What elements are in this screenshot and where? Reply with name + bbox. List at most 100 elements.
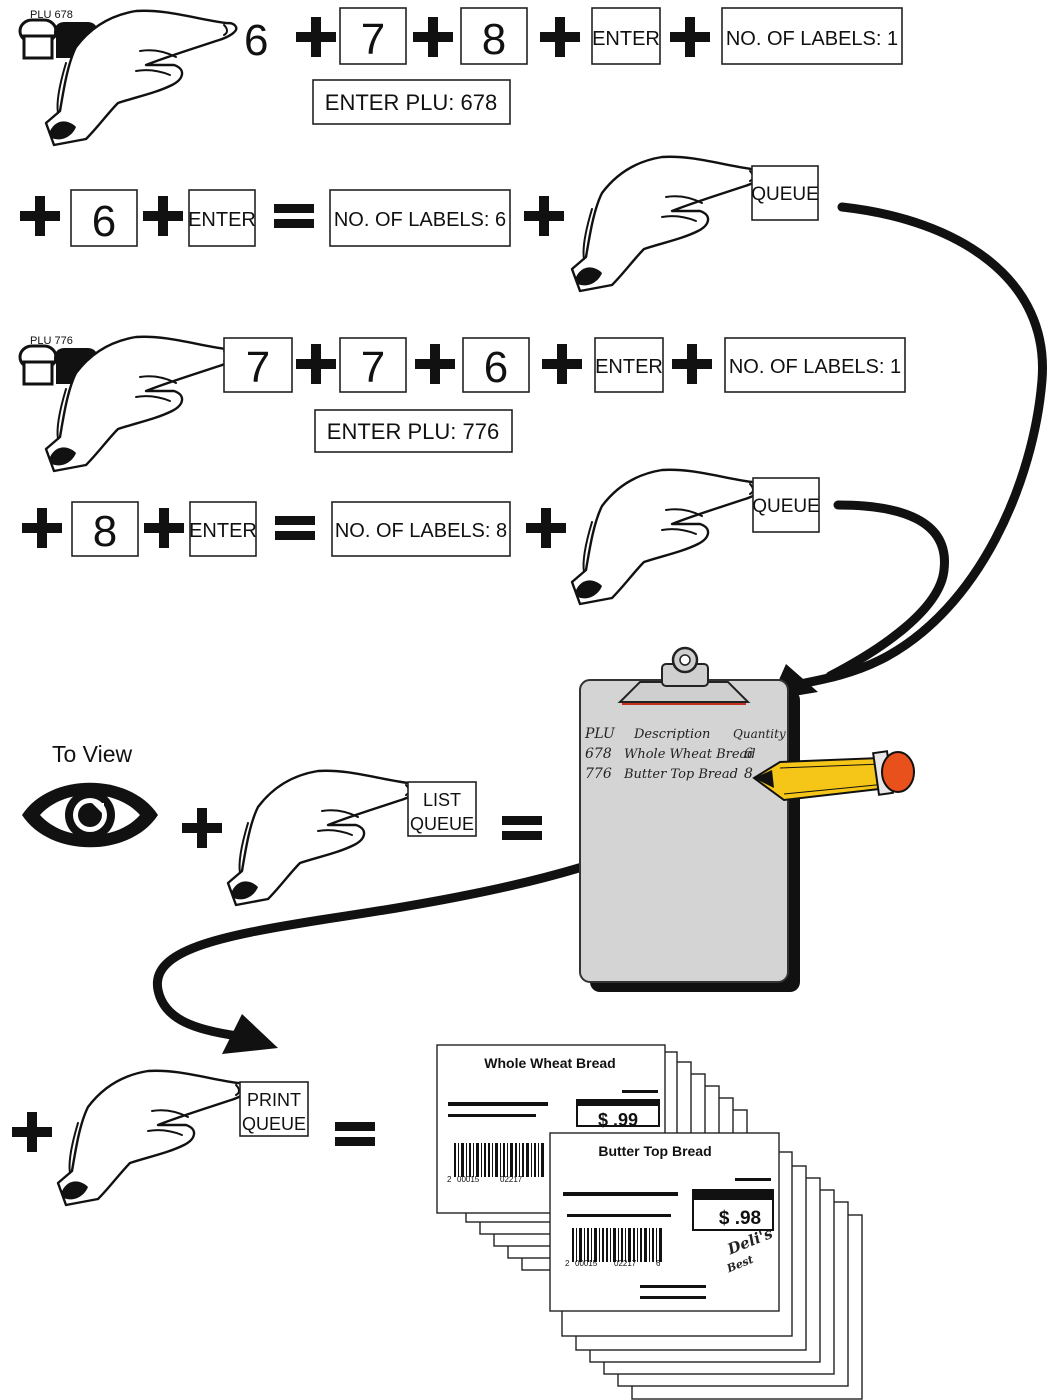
plus-icon xyxy=(524,196,564,236)
print-queue-key[interactable] xyxy=(239,1081,309,1137)
pointing-hand-icon xyxy=(226,769,420,907)
plus-icon xyxy=(22,508,62,548)
plus-icon xyxy=(20,196,60,236)
print-key-line1: PRINT xyxy=(247,1090,301,1110)
flow-arrow-queue2 xyxy=(825,500,949,681)
digit-6-label: 6 xyxy=(92,197,116,246)
plus-icon xyxy=(143,196,183,236)
digit-6-key[interactable]: 6 xyxy=(244,16,268,65)
plu-display xyxy=(314,409,513,453)
plus-icon xyxy=(526,508,566,548)
equals-icon xyxy=(275,516,315,540)
bread-tag-678: PLU 678 xyxy=(30,9,73,21)
clipboard-row-quantity: 6 xyxy=(744,746,753,762)
clipboard-header-quantity: Quantity xyxy=(733,727,786,741)
pointing-hand-icon xyxy=(56,1069,250,1207)
pointing-hand-icon xyxy=(570,155,764,293)
digit-6-label: 6 xyxy=(484,343,508,392)
enter-key-label: ENTER xyxy=(592,28,660,50)
labels-display xyxy=(329,189,511,247)
plus-icon xyxy=(672,344,712,384)
print-key-line2: QUEUE xyxy=(242,1114,306,1134)
step1-row: PLU 678 6 7 8 ENTER NO. OF LABELS: 1 ENT… xyxy=(18,7,903,147)
plus-icon xyxy=(413,17,453,57)
digit-8-label: 8 xyxy=(93,507,117,556)
list-queue-key[interactable] xyxy=(407,781,477,837)
labels-display xyxy=(331,501,511,557)
clipboard: PLU Description Quantity 678 Whole Wheat… xyxy=(579,646,800,992)
plus-icon xyxy=(540,17,580,57)
label-price: $ .98 xyxy=(719,1208,761,1229)
labels-display-text: NO. OF LABELS: 8 xyxy=(335,520,507,542)
queue-key[interactable] xyxy=(752,477,820,533)
label-title: Butter Top Bread xyxy=(598,1143,711,1159)
digit-8-label: 8 xyxy=(482,15,506,64)
step4-row: 8 ENTER NO. OF LABELS: 8 QUEUE xyxy=(22,468,820,606)
enter-key-label: ENTER xyxy=(189,520,257,542)
labels-display-text: NO. OF LABELS: 1 xyxy=(729,356,901,378)
label-price: $ .99 xyxy=(598,1110,638,1130)
labels-display-text: NO. OF LABELS: 1 xyxy=(726,28,898,50)
enter-key[interactable] xyxy=(591,7,661,65)
clipboard-row-plu: 776 xyxy=(585,766,612,782)
queue-key-label: QUEUE xyxy=(751,184,819,205)
barcode-digits: 02217 xyxy=(614,1259,637,1268)
equals-icon xyxy=(502,816,542,840)
digit-7-key[interactable] xyxy=(223,337,293,393)
plu-display xyxy=(312,79,511,125)
bread-tag-776: PLU 776 xyxy=(30,335,73,347)
step2-row: 6 ENTER NO. OF LABELS: 6 QUEUE xyxy=(20,155,819,293)
barcode-digits: 00015 xyxy=(575,1259,598,1268)
list-key-line1: LIST xyxy=(423,790,461,810)
plus-icon xyxy=(12,1112,52,1152)
plus-icon xyxy=(296,344,336,384)
queue-key[interactable] xyxy=(751,165,819,221)
equals-icon xyxy=(274,204,314,228)
step3-row: PLU 776 7 7 6 ENTER NO. OF LABELS: 1 ENT… xyxy=(18,335,906,473)
plus-icon xyxy=(144,508,184,548)
digit-7-key[interactable] xyxy=(339,337,407,393)
plus-icon xyxy=(542,344,582,384)
digit-7-label: 7 xyxy=(361,343,385,392)
equals-icon xyxy=(335,1122,375,1146)
barcode-digit: 2 xyxy=(447,1175,452,1184)
label-title: Whole Wheat Bread xyxy=(484,1055,615,1071)
digit-8-key[interactable] xyxy=(71,501,139,557)
pencil-icon xyxy=(752,750,915,802)
clipboard-header-plu: PLU xyxy=(584,726,616,742)
digit-7-label: 7 xyxy=(246,343,270,392)
enter-key[interactable] xyxy=(189,501,257,557)
clip-icon xyxy=(617,646,751,705)
clipboard-row-plu: 678 xyxy=(585,746,612,762)
digit-8-key[interactable] xyxy=(460,7,528,65)
eye-icon xyxy=(22,782,158,848)
plu-display-text: ENTER PLU: 678 xyxy=(325,90,497,115)
enter-key[interactable] xyxy=(594,337,664,393)
clipboard-header-description: Description xyxy=(633,727,710,742)
clipboard-row-description: Whole Wheat Bread xyxy=(624,747,756,762)
labels-display xyxy=(721,7,903,65)
plu-display-text: ENTER PLU: 776 xyxy=(327,419,499,444)
to-view-caption: To View xyxy=(52,741,133,767)
pointing-hand-icon xyxy=(570,468,764,606)
enter-key-label: ENTER xyxy=(188,209,256,231)
digit-6-key[interactable] xyxy=(462,337,530,393)
digit-7-key[interactable] xyxy=(339,7,407,65)
enter-key-label: ENTER xyxy=(595,356,663,378)
flow-arrow-queue1 xyxy=(795,202,1047,689)
view-row: To View LIST QUEUE xyxy=(22,741,542,907)
flow-arrow-list xyxy=(152,827,677,1041)
enter-key[interactable] xyxy=(188,189,256,247)
plus-icon xyxy=(670,17,710,57)
print-row: PRINT QUEUE xyxy=(12,1069,375,1207)
labels-display xyxy=(724,337,906,393)
barcode-digits: 00015 xyxy=(457,1175,480,1184)
queue-key-label: QUEUE xyxy=(752,496,820,517)
arrowhead-icon xyxy=(222,1014,278,1054)
plus-icon xyxy=(182,808,222,848)
barcode-check-digit: 6 xyxy=(656,1259,661,1268)
clipboard-row-quantity: 8 xyxy=(744,766,753,782)
digit-6-key[interactable] xyxy=(70,189,138,247)
barcode-digits: 02217 xyxy=(500,1175,523,1184)
plus-icon xyxy=(415,344,455,384)
